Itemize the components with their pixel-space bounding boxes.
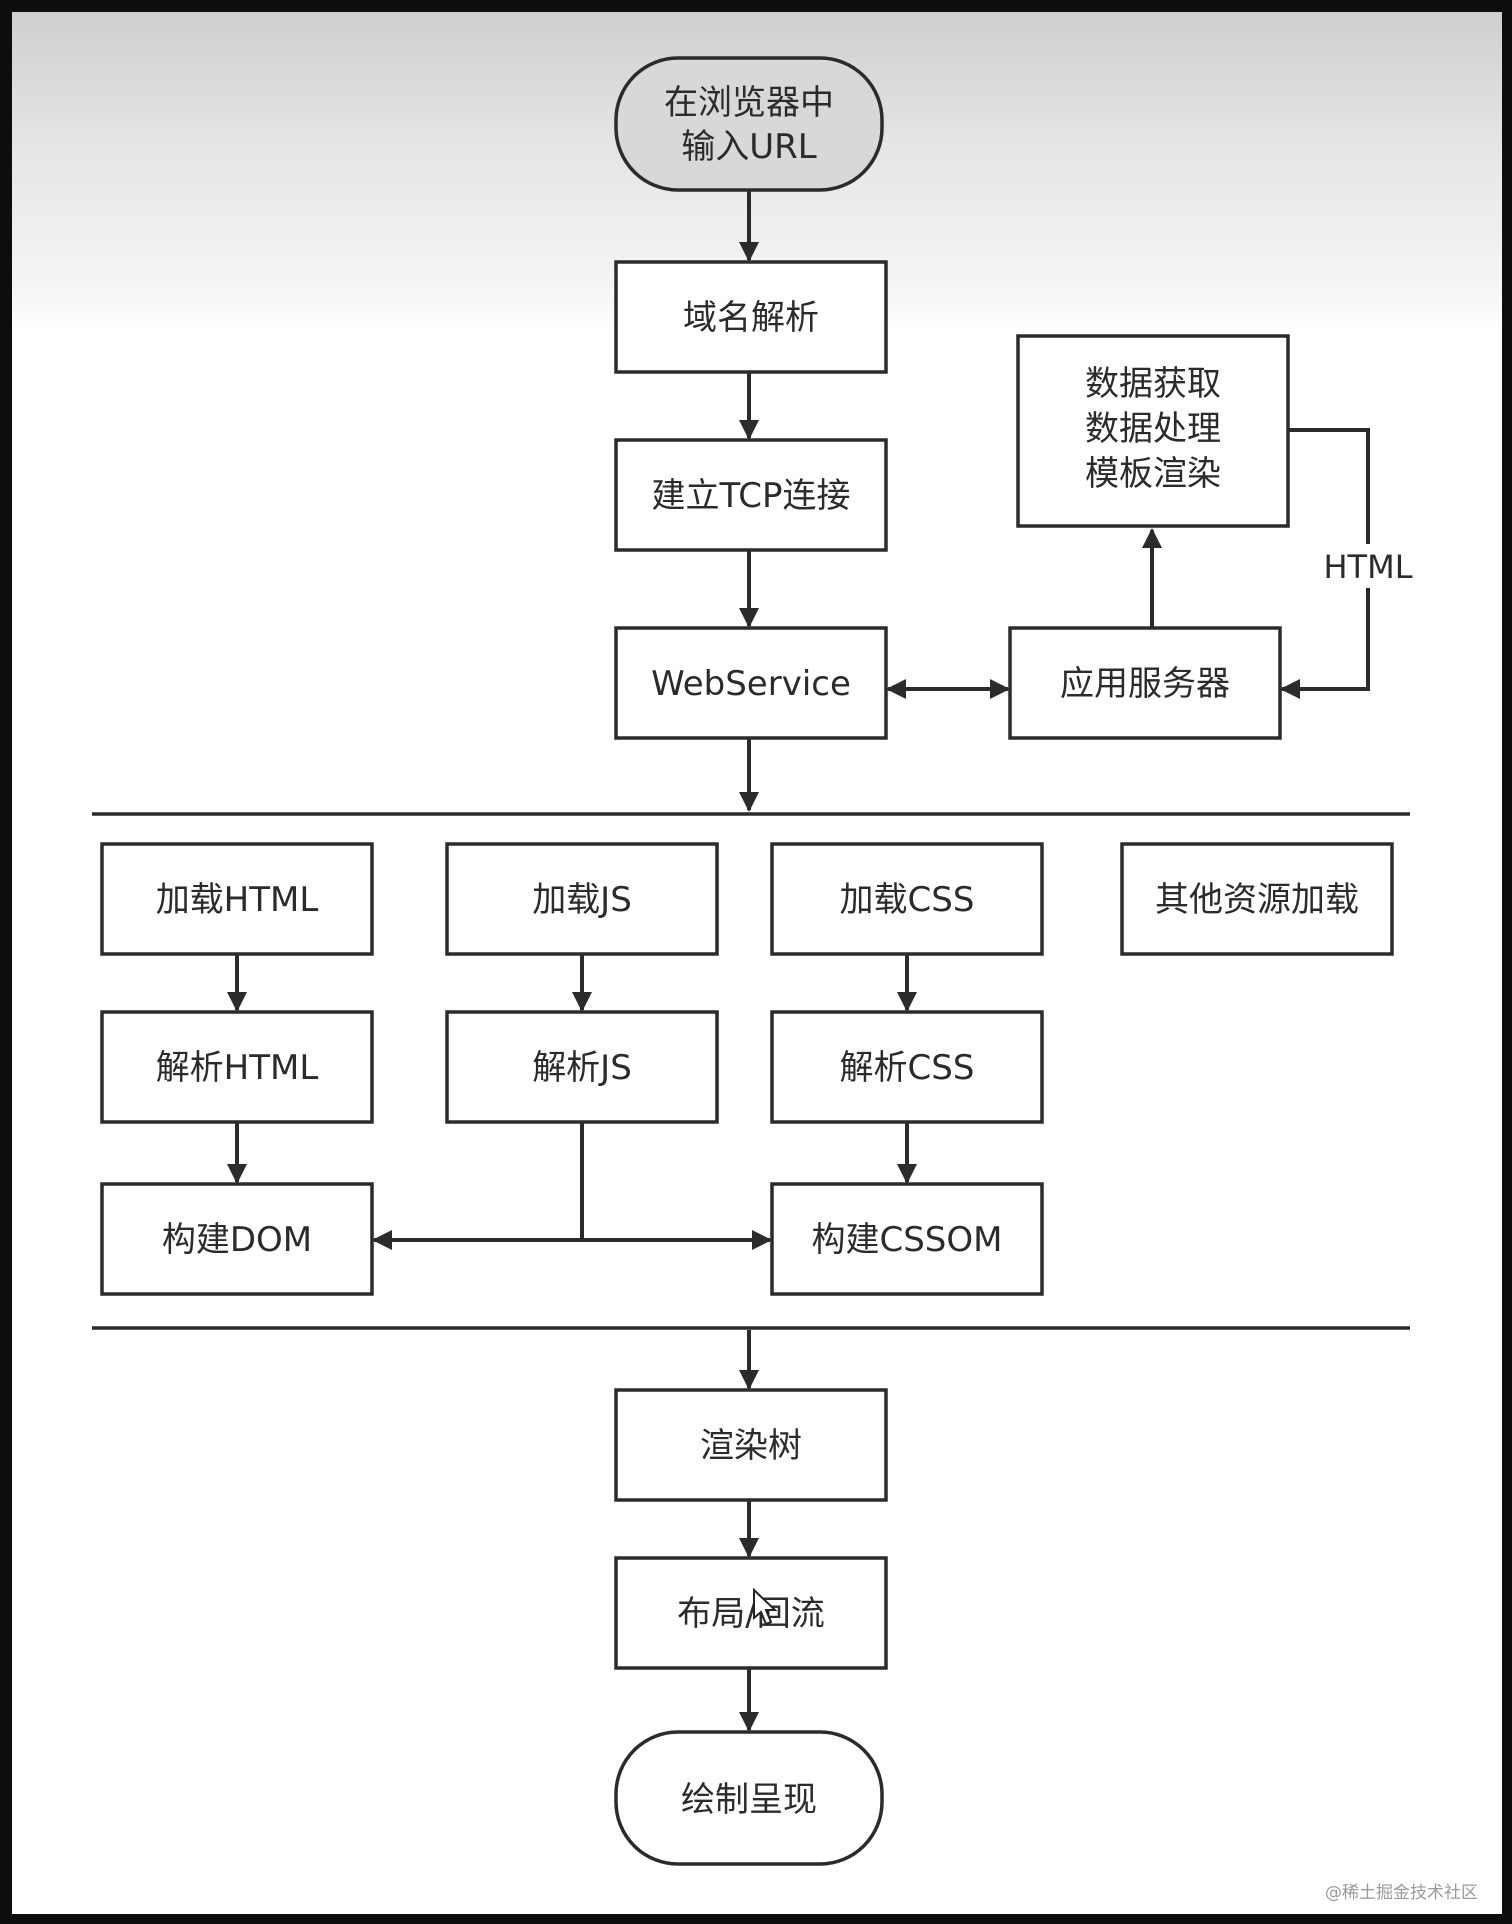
box-layout [614,1556,888,1670]
box-load-other [1120,842,1394,956]
node-app-server: 应用服务器 [1060,664,1230,704]
end-terminal [614,1730,884,1866]
node-build-dom: 构建DOM [162,1220,312,1260]
box-build-cssom [770,1182,1044,1296]
node-webservice: WebService [651,664,851,704]
edge-label-html: HTML [1323,548,1412,586]
node-parse-html: 解析HTML [156,1048,319,1088]
box-render-tree [614,1388,888,1502]
node-load-css: 加载CSS [840,880,975,920]
node-build-cssom: 构建CSSOM [811,1220,1002,1260]
box-load-js [445,842,719,956]
box-tcp [614,438,888,552]
node-input-url-line2: 输入URL [681,127,817,167]
mouse-cursor-icon [753,1587,778,1626]
node-input-url-line1: 在浏览器中 [664,83,834,123]
node-data-line1: 数据获取 [1085,364,1221,404]
node-load-js: 加载JS [532,880,632,920]
flowchart: 在浏览器中 输入URL 域名解析 建立TCP连接 WebService 应用服务… [92,56,1478,1903]
box-webservice [614,626,888,740]
node-tcp: 建立TCP连接 [651,476,850,516]
edge-label-bg [1322,544,1414,588]
node-render-tree: 渲染树 [700,1426,802,1466]
box-app-server [1008,626,1282,740]
node-dns: 域名解析 [683,298,819,338]
box-load-css [770,842,1044,956]
box-data-processing [1016,334,1290,528]
node-data-line2: 数据处理 [1085,409,1221,449]
box-parse-html [100,1010,374,1124]
node-layout: 布局/回流 [677,1594,824,1634]
node-load-html: 加载HTML [156,880,319,920]
box-load-html [100,842,374,956]
node-load-other: 其他资源加载 [1155,880,1359,920]
box-parse-js [445,1010,719,1124]
node-data-line3: 模板渲染 [1085,454,1221,494]
box-build-dom [100,1182,374,1296]
node-parse-js: 解析JS [532,1048,632,1088]
diagram-canvas: 在浏览器中 输入URL 域名解析 建立TCP连接 WebService 应用服务… [12,12,1502,1914]
watermark: @稀土掘金技术社区 [1325,1883,1478,1903]
start-terminal [614,56,884,192]
node-paint: 绘制呈现 [681,1780,817,1820]
box-parse-css [770,1010,1044,1124]
node-parse-css: 解析CSS [840,1048,975,1088]
